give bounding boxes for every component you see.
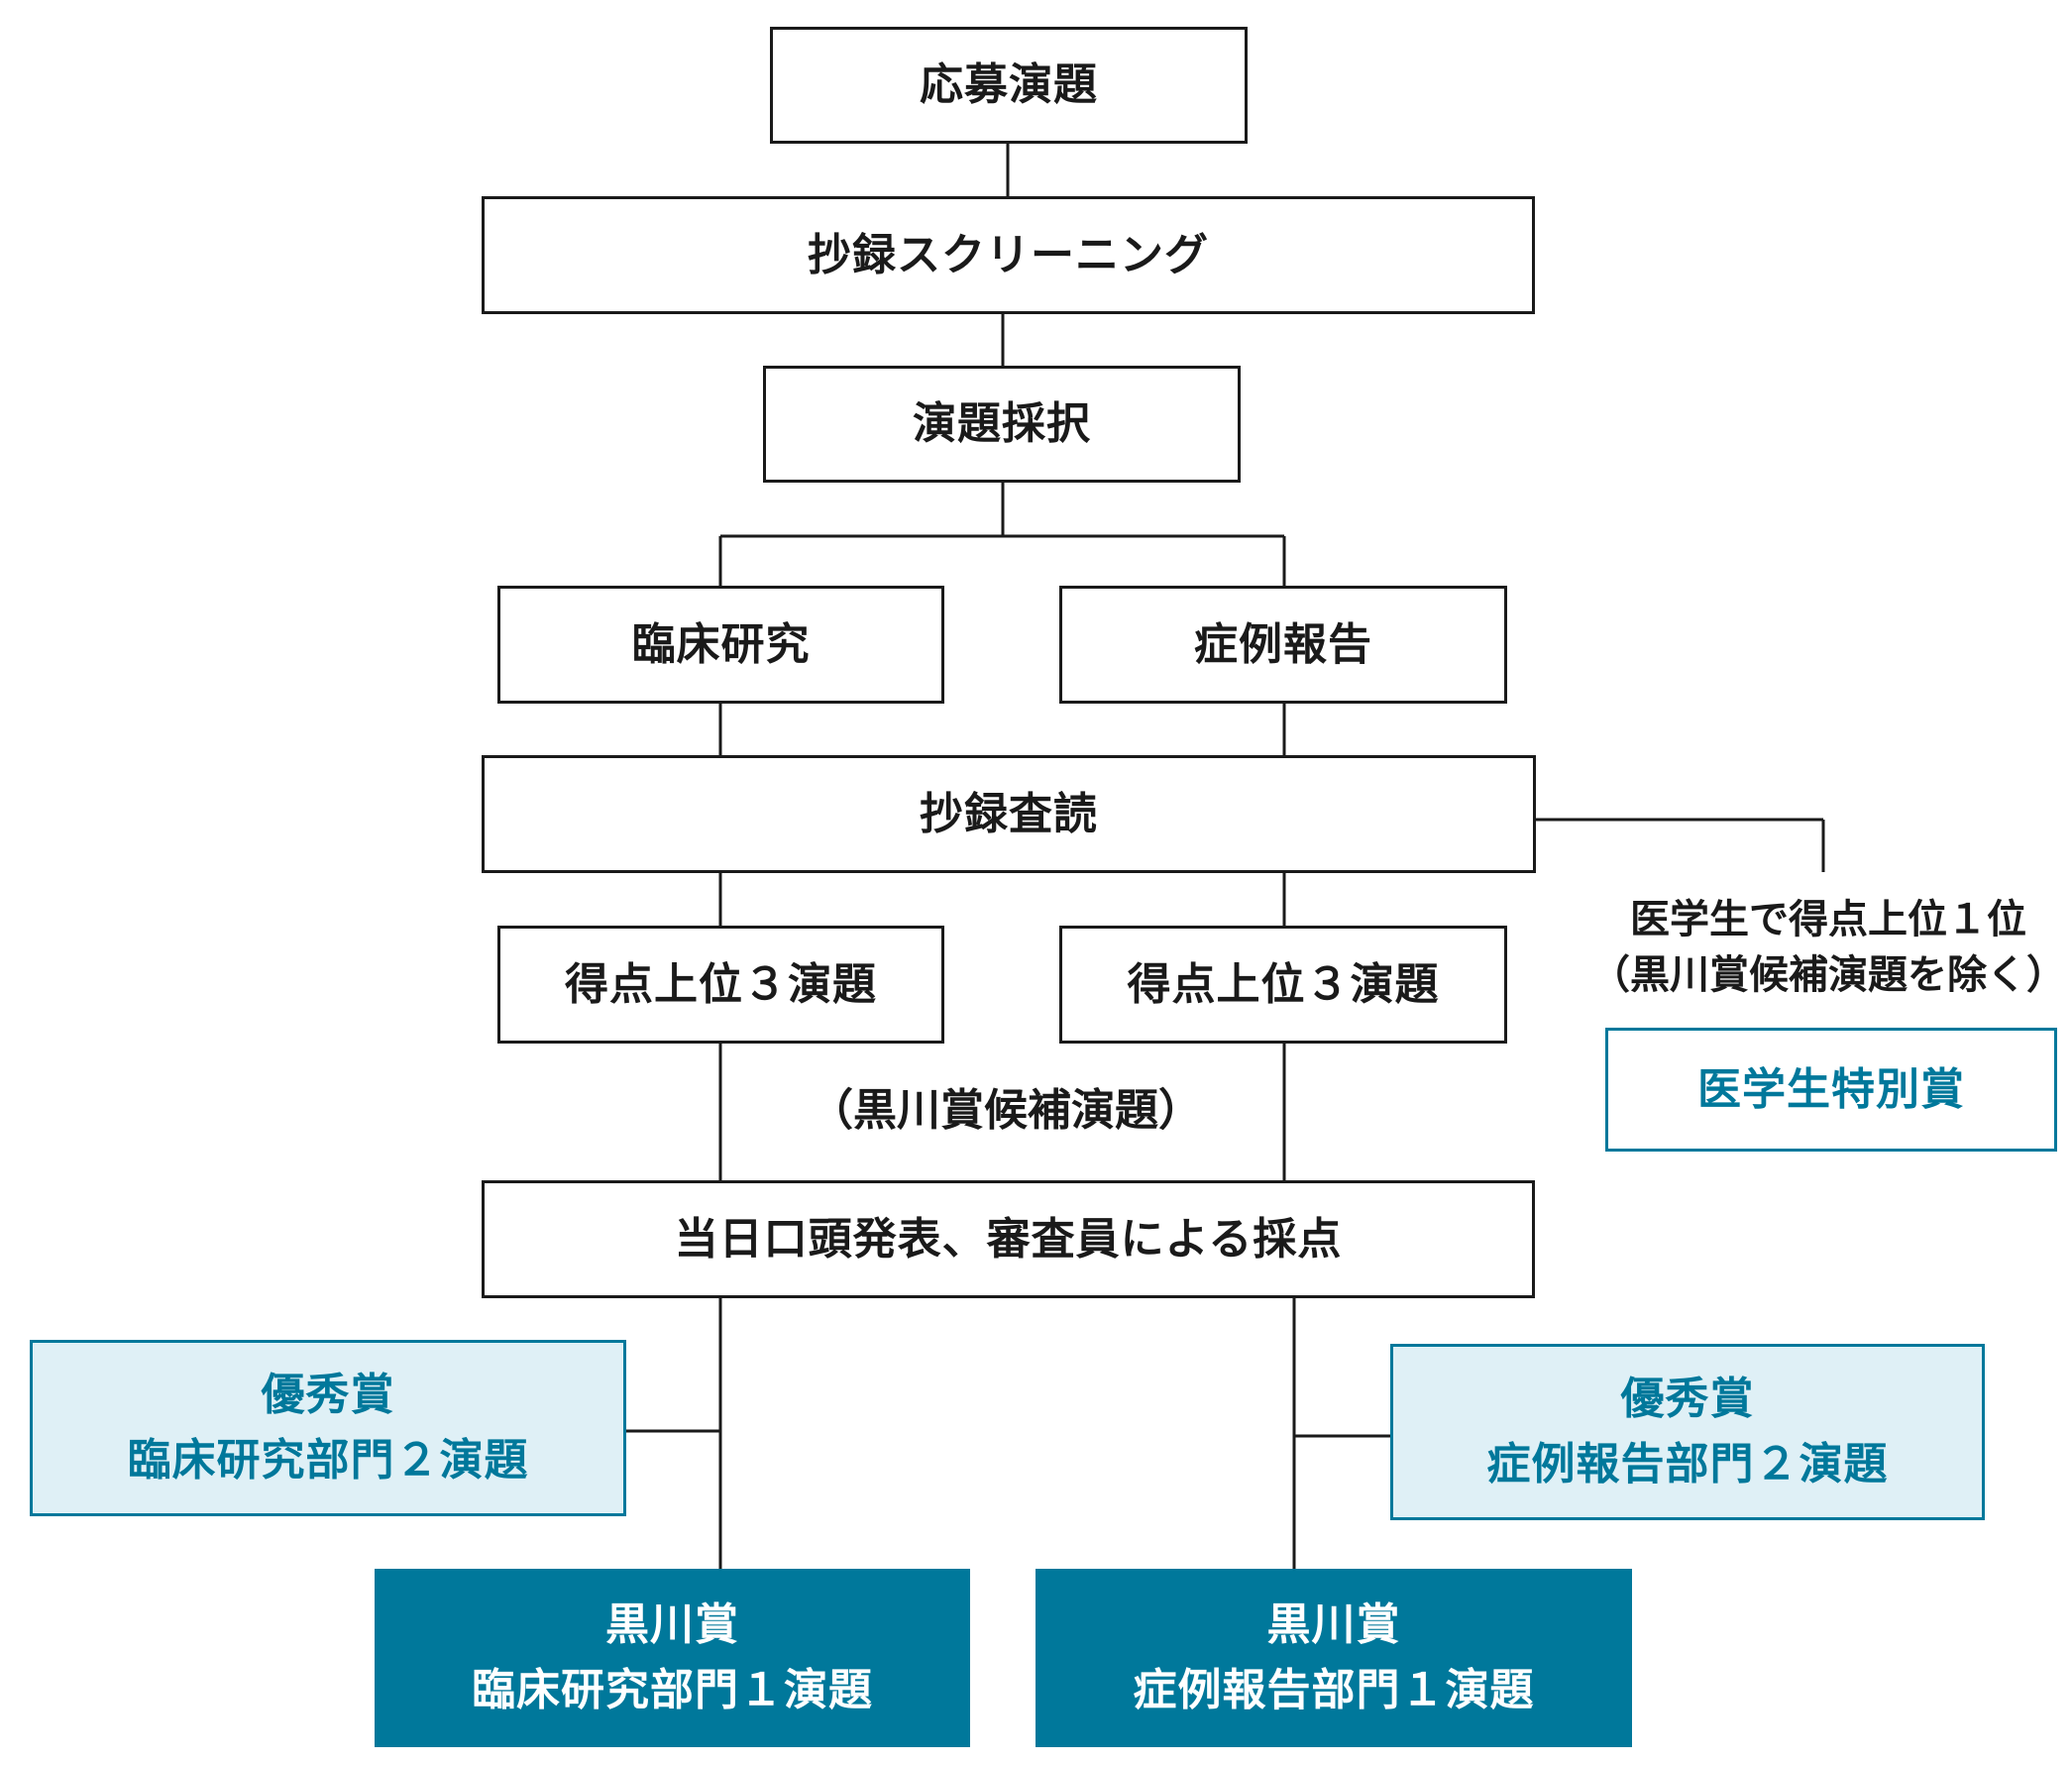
- kurokawa-case-detail: 症例報告部門１演題: [1133, 1665, 1535, 1715]
- node-case-label: 症例報告: [1194, 618, 1372, 670]
- node-kurokawa-case: 黒川賞 症例報告部門１演題: [1036, 1569, 1632, 1747]
- node-student-award-label: 医学生特別賞: [1697, 1063, 1965, 1115]
- node-clinical-label: 臨床研究: [631, 618, 811, 670]
- node-top3-clinical: 得点上位３演題: [497, 926, 944, 1044]
- node-application: 応募演題: [770, 27, 1248, 144]
- node-adoption-label: 演題採択: [913, 398, 1091, 449]
- kurokawa-clinical-title: 黒川賞: [605, 1600, 739, 1650]
- node-screening: 抄録スクリーニング: [482, 196, 1535, 314]
- node-screening-label: 抄録スクリーニング: [808, 229, 1209, 280]
- node-case: 症例報告: [1059, 586, 1507, 704]
- node-excellence-clinical: 優秀賞 臨床研究部門２演題: [30, 1340, 626, 1516]
- node-clinical: 臨床研究: [497, 586, 944, 704]
- excellence-case-title: 優秀賞: [1620, 1374, 1755, 1424]
- student-condition-line1: 医学生で得点上位１位: [1630, 897, 2026, 942]
- node-kurokawa-clinical: 黒川賞 臨床研究部門１演題: [375, 1569, 970, 1747]
- node-top3-case-label: 得点上位３演題: [1127, 958, 1440, 1010]
- node-application-label: 応募演題: [920, 59, 1098, 110]
- node-review-label: 抄録査読: [920, 788, 1098, 839]
- excellence-clinical-title: 優秀賞: [261, 1370, 395, 1420]
- node-review: 抄録査読: [482, 755, 1536, 873]
- node-presentation: 当日口頭発表、審査員による採点: [482, 1180, 1535, 1298]
- node-top3-case: 得点上位３演題: [1059, 926, 1507, 1044]
- node-presentation-label: 当日口頭発表、審査員による採点: [674, 1213, 1343, 1265]
- kurokawa-candidates-note: （黒川賞候補演題）: [743, 1080, 1268, 1142]
- student-condition-line2: （黒川賞候補演題を除く）: [1590, 952, 2066, 998]
- node-excellence-case: 優秀賞 症例報告部門２演題: [1390, 1344, 1985, 1520]
- node-top3-clinical-label: 得点上位３演題: [565, 958, 877, 1010]
- node-student-award: 医学生特別賞: [1605, 1028, 2057, 1152]
- kurokawa-case-title: 黒川賞: [1266, 1600, 1401, 1650]
- excellence-clinical-detail: 臨床研究部門２演題: [127, 1435, 529, 1486]
- student-condition-note: 医学生で得点上位１位 （黒川賞候補演題を除く）: [1585, 892, 2071, 1003]
- kurokawa-candidates-label: （黒川賞候補演題）: [810, 1085, 1202, 1136]
- node-adoption: 演題採択: [763, 366, 1241, 483]
- kurokawa-clinical-detail: 臨床研究部門１演題: [472, 1665, 873, 1715]
- excellence-case-detail: 症例報告部門２演題: [1486, 1439, 1889, 1489]
